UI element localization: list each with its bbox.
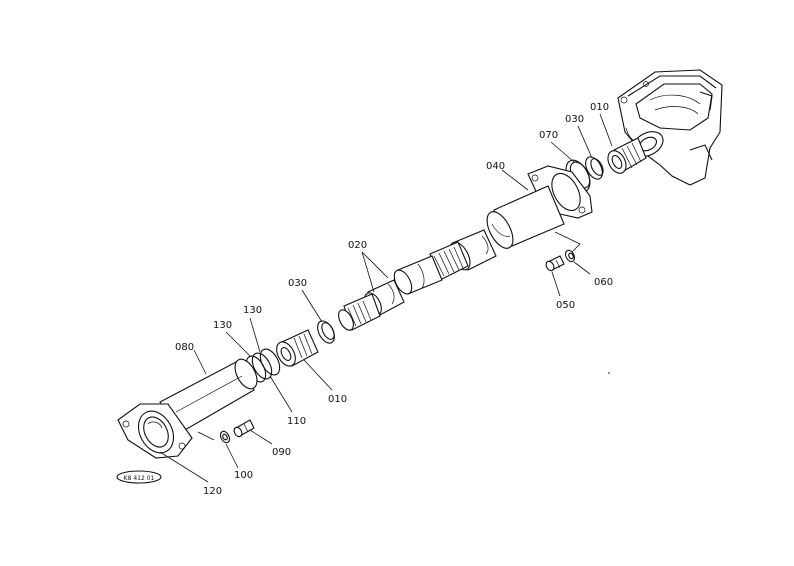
callout-130-upper: 130 [243,305,262,316]
callout-130-lower: 130 [213,320,232,331]
flange-case-040 [486,165,593,249]
callout-010-upper: 010 [590,102,609,113]
gear-housing [617,69,723,186]
coupling-shaft-020-upper [393,229,497,295]
callout-070: 070 [539,130,558,141]
callout-020: 020 [348,240,367,251]
callout-010-lower: 010 [328,394,347,405]
callout-040: 040 [486,161,505,172]
cover-tube-080 [159,358,258,435]
snap-ring-030-upper [585,156,604,180]
callout-090: 090 [272,447,291,458]
callout-120: 120 [203,486,222,497]
reference-stamp-text: K8 412 01 [124,475,155,482]
callout-labels: 010 030 070 040 020 060 050 030 130 130 … [175,102,613,497]
callout-110: 110 [287,416,306,427]
bolt-090 [233,419,255,438]
callout-030-lower: 030 [288,278,307,289]
callout-100: 100 [234,470,253,481]
reference-stamp: K8 412 01 [116,470,162,484]
bearing-010-upper [607,137,647,174]
callout-050: 050 [556,300,575,311]
stray-mark [608,372,610,374]
bearing-010-lower [276,329,319,367]
bolt-050 [545,255,565,272]
callout-080: 080 [175,342,194,353]
snap-ring-030-lower [317,320,335,344]
callout-060: 060 [594,277,613,288]
leader-lines [159,113,613,483]
callout-030-upper: 030 [565,114,584,125]
coupling-shaft-020-lower [338,279,405,331]
washer-100 [219,430,231,444]
flange-120 [117,403,193,459]
washer-060 [564,249,576,263]
